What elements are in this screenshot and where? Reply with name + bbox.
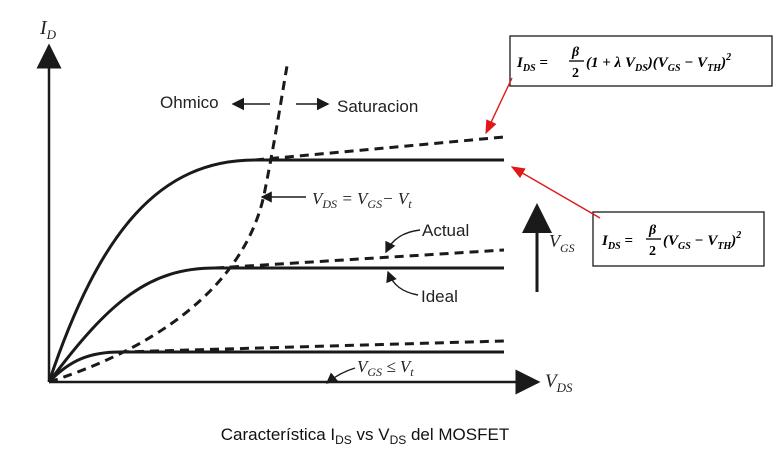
figure-caption: Característica IDS vs VDS del MOSFET [221,425,509,447]
formula-lambda: IDS = β 2 (1 + λ VDS)(VGS − VTH)2 [516,45,731,81]
boundary-equation: VDS = VGS− Vt [312,189,412,211]
red-arrow-ideal [510,166,601,219]
svg-text:β: β [571,45,580,60]
saturation-label: Saturacion [337,97,418,116]
curve-mid-actual [214,248,505,270]
svg-text:IDS =: IDS = [516,55,548,74]
svg-text:(VGS − VTH)2: (VGS − VTH)2 [663,230,741,252]
ideal-leader [386,270,419,296]
curve-low-ideal [47,350,504,384]
svg-text:β: β [648,223,657,238]
curve-mid-ideal [47,266,504,383]
actual-leader [385,229,421,254]
y-axis-label: ID [39,17,57,42]
vgs-label: VGS [549,231,575,255]
svg-text:IDS =: IDS = [601,233,633,252]
red-arrow-lambda [485,77,513,135]
formula-ideal: IDS = β 2 (VGS − VTH)2 [601,223,741,259]
svg-text:2: 2 [572,66,579,81]
cutoff-label: VGS ≤ Vt [357,357,414,379]
svg-text:2: 2 [649,244,656,259]
svg-text:(1 + λ VDS)(VGS − VTH)2: (1 + λ VDS)(VGS − VTH)2 [586,52,731,74]
formula-box-lambda [509,35,773,87]
ideal-label: Ideal [421,287,458,306]
saturation-boundary-curve [48,65,289,384]
curve-top-ideal [47,158,504,383]
cutoff-leader [325,367,356,384]
curve-top-actual [254,135,505,162]
curve-low-actual [119,339,505,354]
actual-label: Actual [422,221,469,240]
ohmic-label: Ohmico [160,93,219,112]
x-axis-label: VDS [545,371,573,395]
formula-box-ideal [592,211,765,267]
